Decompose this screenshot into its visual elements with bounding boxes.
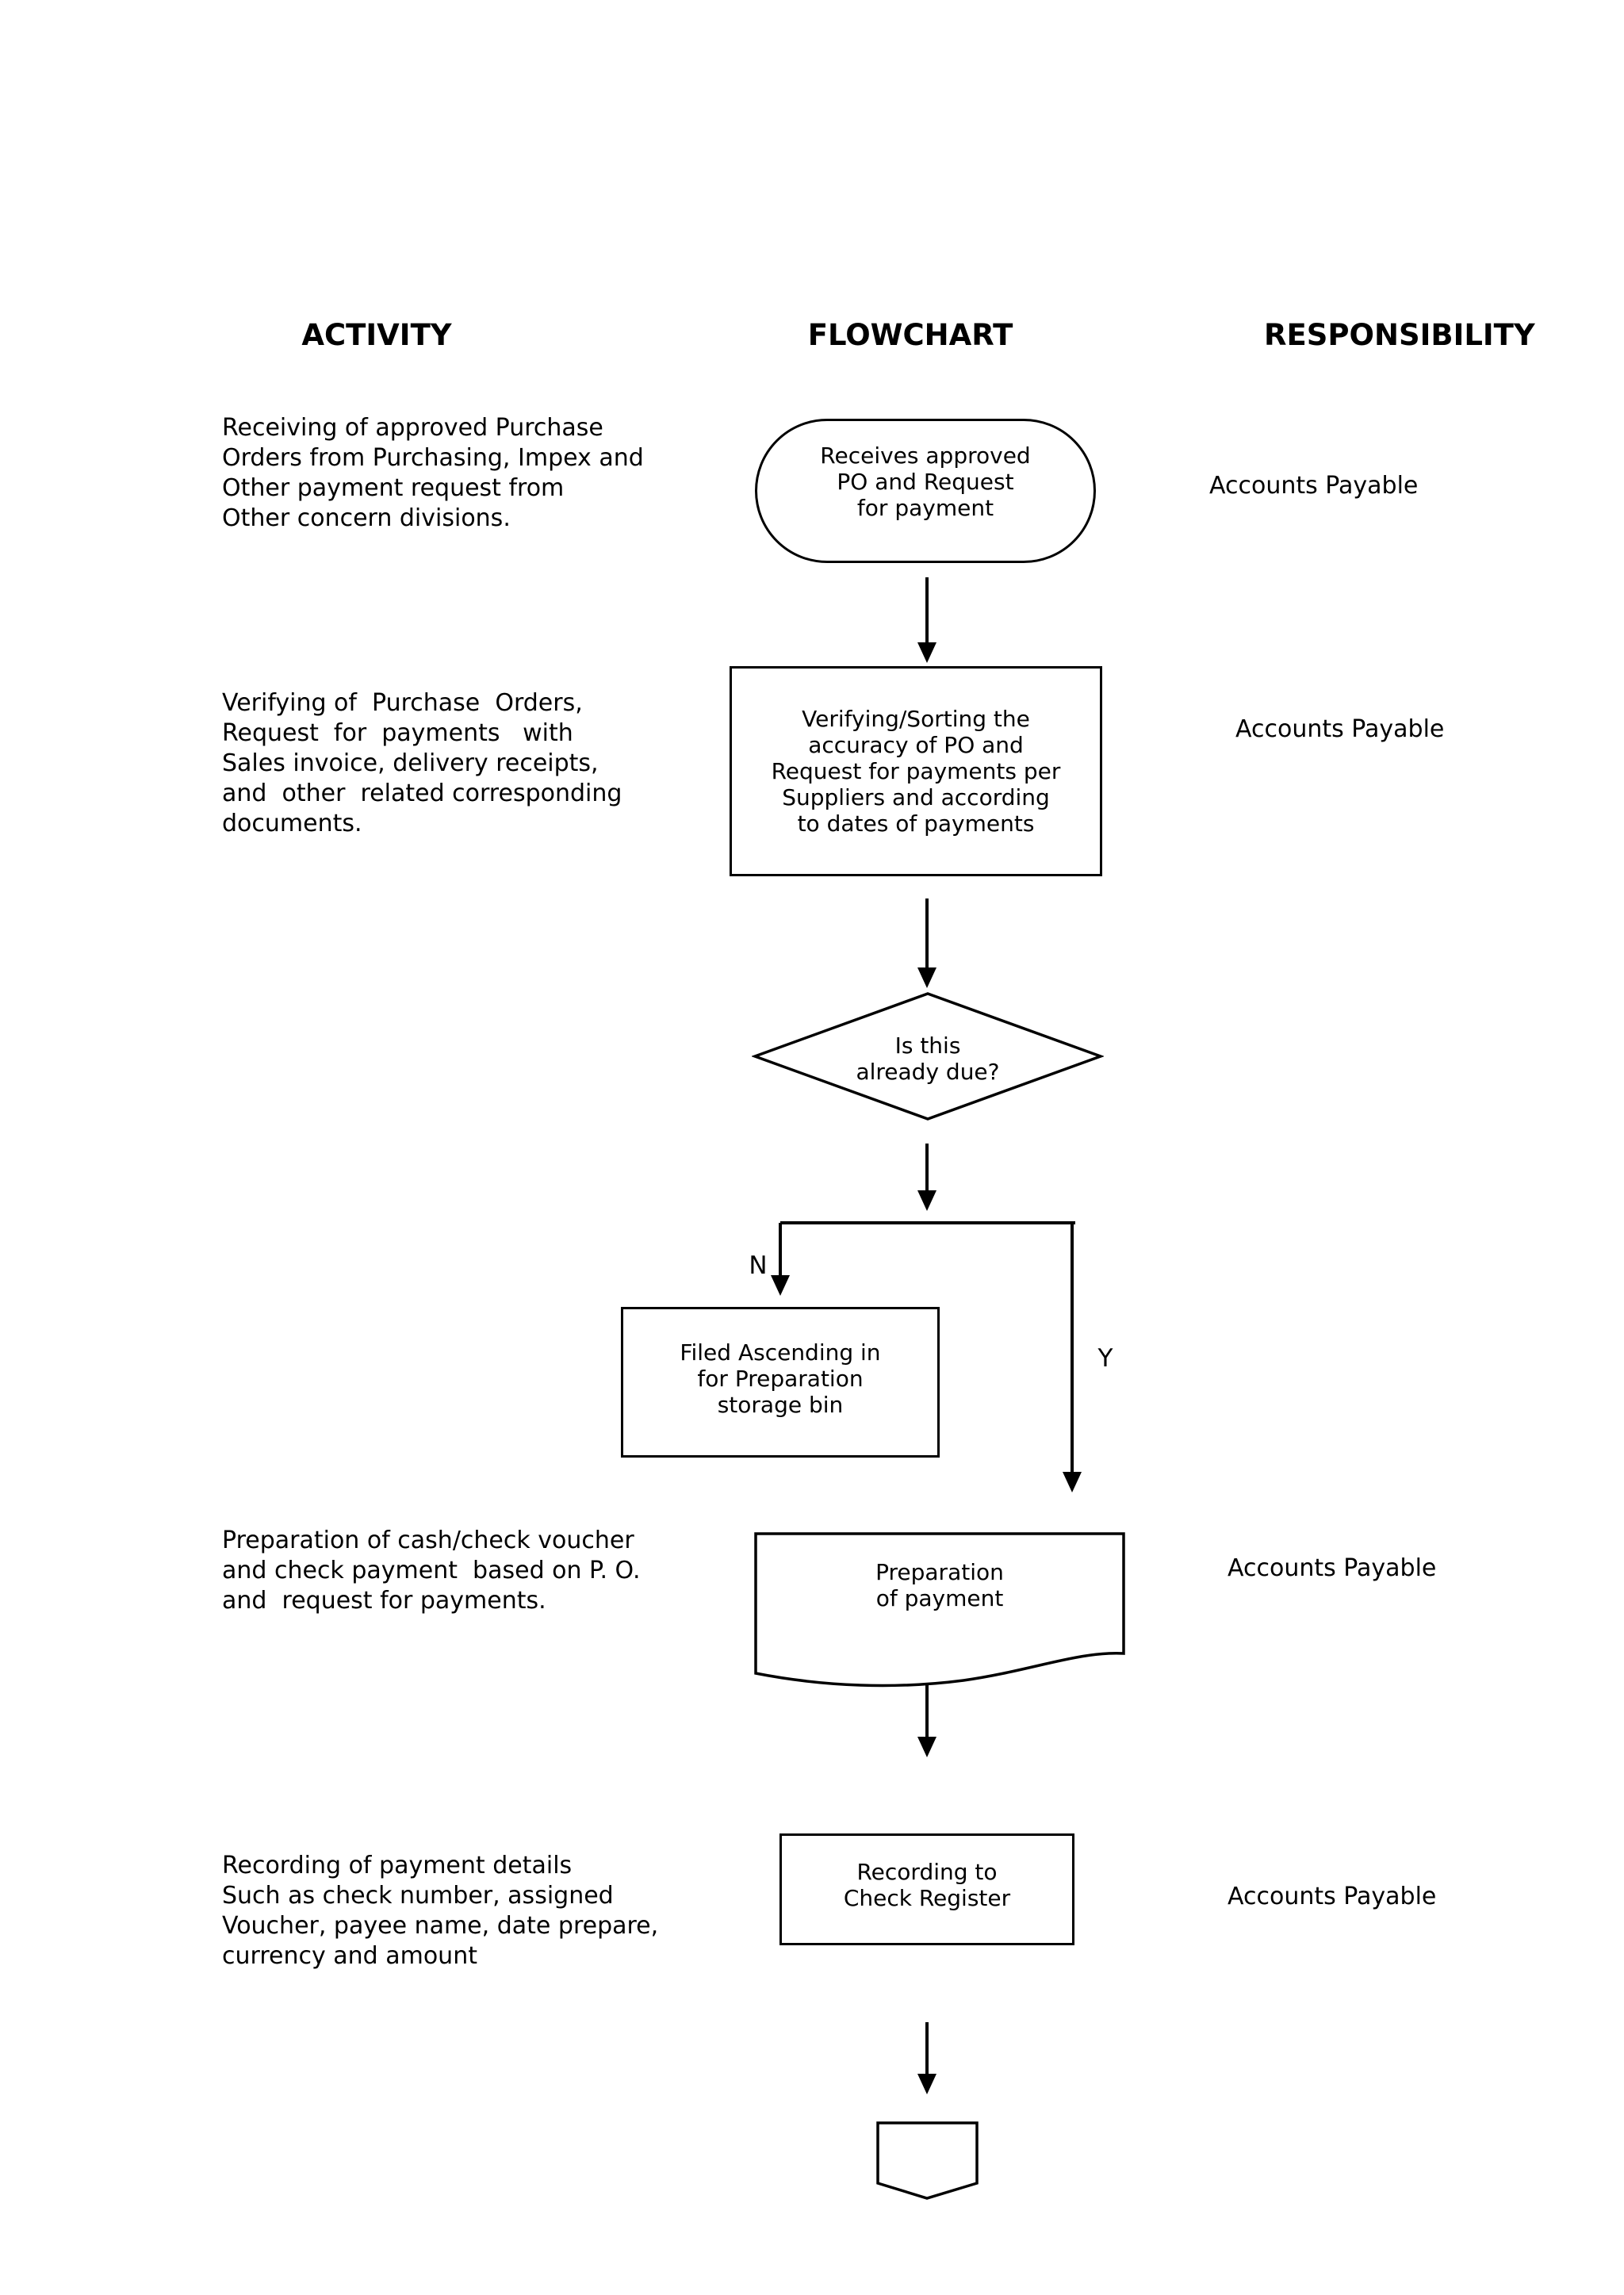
responsibility-accounts-payable-4: Accounts Payable: [1228, 1883, 1437, 1910]
shape-text-line: storage bin: [717, 1391, 844, 1418]
shape-text-line: Filed Ascending in: [680, 1339, 881, 1366]
activity-line: Sales invoice, delivery receipts,: [222, 749, 599, 777]
activity-line: and other related corresponding: [222, 780, 622, 807]
arrowhead-start-to-verify: [917, 642, 936, 663]
shape-text-line: Receives approved: [820, 442, 1031, 469]
process-recording-check-register: Recording to Check Register: [779, 1833, 1074, 1945]
activity-line: Other payment request from: [222, 474, 565, 502]
shape-text-line: PO and Request: [837, 468, 1014, 495]
activity-line: Such as check number, assigned: [222, 1882, 614, 1910]
shape-text-line: Preparation: [875, 1559, 1004, 1585]
shape-text-line: Request for payments per: [771, 758, 1061, 784]
activity-line: documents.: [222, 810, 362, 837]
terminator-receives-approved-po: Receives approved PO and Request for pay…: [755, 419, 1096, 563]
activity-line: Recording of payment details: [222, 1852, 573, 1879]
arrowhead-recording-to-offpage: [917, 2074, 936, 2094]
responsibility-accounts-payable-3: Accounts Payable: [1228, 1554, 1437, 1582]
activity-text-recording: Recording of payment details Such as che…: [222, 1851, 658, 1971]
shape-text-line: accuracy of PO and: [808, 732, 1024, 758]
arrowhead-branch-yes: [1063, 1472, 1082, 1492]
activity-text-receiving: Receiving of approved Purchase Orders fr…: [222, 413, 644, 534]
process-filed-ascending: Filed Ascending in for Preparation stora…: [621, 1307, 940, 1458]
document-shape-outline: [754, 1532, 1125, 1688]
activity-text-preparation: Preparation of cash/check voucher and ch…: [222, 1526, 640, 1616]
activity-line: Receiving of approved Purchase: [222, 414, 603, 442]
activity-line: Preparation of cash/check voucher: [222, 1527, 634, 1554]
document-text: Preparation of payment: [756, 1559, 1124, 1611]
activity-line: and check payment based on P. O.: [222, 1557, 641, 1584]
decision-diamond: [752, 992, 1104, 1121]
shape-text-line: Is this: [894, 1033, 961, 1059]
activity-line: Other concern divisions.: [222, 504, 511, 532]
responsibility-accounts-payable-2: Accounts Payable: [1235, 715, 1445, 743]
offpage-connector-outline: [876, 2121, 979, 2200]
activity-line: Voucher, payee name, date prepare,: [222, 1912, 659, 1940]
shape-text-line: to dates of payments: [797, 810, 1035, 837]
branch-label-no: N: [749, 1251, 768, 1280]
decision-text: Is this already due?: [752, 1033, 1104, 1085]
shape-text-line: Verifying/Sorting the: [802, 706, 1030, 732]
shape-text-line: for Preparation: [697, 1365, 864, 1392]
activity-line: currency and amount: [222, 1942, 477, 1970]
shape-text-line: Recording to: [856, 1858, 998, 1885]
arrowhead-document-to-recording: [917, 1737, 936, 1757]
shape-text-line: of payment: [875, 1585, 1004, 1611]
shape-text-line: Check Register: [843, 1884, 1011, 1911]
decision-diamond-outline: [752, 992, 1104, 1121]
document-preparation-of-payment: [754, 1532, 1125, 1688]
arrowhead-verify-to-decision: [917, 967, 936, 988]
shape-text-line: Suppliers and according: [782, 784, 1050, 810]
branch-label-yes: Y: [1097, 1344, 1113, 1373]
activity-text-verifying: Verifying of Purchase Orders, Request fo…: [222, 688, 622, 839]
activity-line: and request for payments.: [222, 1587, 546, 1615]
activity-line: Orders from Purchasing, Impex and: [222, 444, 644, 472]
activity-line: Request for payments with: [222, 719, 573, 747]
column-header-responsibility: RESPONSIBILITY: [1264, 318, 1535, 352]
offpage-connector: [876, 2121, 979, 2200]
responsibility-accounts-payable-1: Accounts Payable: [1209, 472, 1419, 500]
shape-text-line: for payment: [856, 494, 994, 521]
process-verifying-sorting: Verifying/Sorting the accuracy of PO and…: [730, 666, 1102, 876]
shape-text-line: already due?: [856, 1059, 1000, 1085]
column-header-flowchart: FLOWCHART: [807, 318, 1013, 352]
arrowhead-decision-to-branch: [917, 1190, 936, 1211]
column-header-activity: ACTIVITY: [301, 318, 452, 352]
arrowhead-branch-no: [771, 1275, 790, 1296]
activity-line: Verifying of Purchase Orders,: [222, 689, 583, 717]
